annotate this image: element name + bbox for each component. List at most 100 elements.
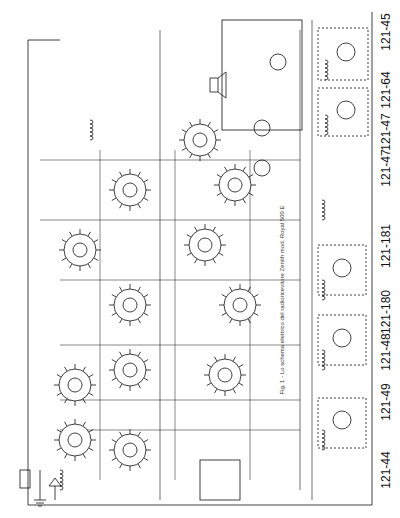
wafer-rotor [123,298,137,312]
switch-contact [254,295,258,298]
switch-contact [94,240,98,243]
switch-contact [130,206,131,211]
switch-contact [219,253,223,256]
wafer-switch [114,289,146,321]
switch-contact [249,193,253,196]
switch-contact [120,287,123,291]
wafer-switch [59,369,91,401]
coil-winding [322,438,325,442]
switch-contact [241,375,246,376]
switch-contact [138,204,141,208]
switch-contact [219,305,224,306]
wafer-rotor [218,368,232,382]
switch-contact [239,383,243,386]
part-number: 121-48 [380,333,392,370]
switch-contact [230,287,233,291]
switch-contact [138,384,141,388]
part-number: 121-49 [380,383,392,420]
coil-winding [90,128,93,132]
coil-winding [325,127,328,131]
switch-contact [225,167,228,171]
switch-contact [187,235,191,238]
switch-contact [144,440,148,443]
coil-winding [90,136,93,140]
switch-contact [146,450,151,451]
switch-contact [239,365,243,368]
switch-contact [208,154,211,158]
switch-contact [89,375,93,378]
switch-contact [190,154,193,158]
switch-contact [144,313,148,316]
switch-contact [222,313,226,316]
switch-contact [109,305,114,306]
switch-contact [54,385,59,386]
coil-winding [322,362,325,366]
wafer-switch [64,234,96,266]
switch-contact [62,258,66,261]
switch-contact [130,169,131,174]
coil-winding [322,442,325,446]
switch-contact [254,313,258,316]
switch-contact [214,185,219,186]
wafer-rotor [233,298,247,312]
switch-contact [184,245,189,246]
coil-winding [60,470,63,474]
switch-contact [216,140,221,141]
switch-contact [225,354,226,359]
wafer-switch [209,359,241,391]
switch-contact [88,232,91,236]
coil-winding [322,358,325,362]
switch-contact [109,190,114,191]
switch-contact [112,440,116,443]
switch-contact [144,458,148,461]
switch-contact [130,284,131,289]
switch-contact [138,432,141,436]
wafer-switch [224,289,256,321]
switch-contact [120,352,123,356]
switch-contact [221,245,226,246]
wafer-switch [189,229,221,261]
switch-contact [120,172,123,176]
switch-contact [112,180,116,183]
switch-contact [219,235,223,238]
part-number: 121-181 [380,224,392,268]
switch-contact [91,440,96,441]
coil-winding [322,366,325,370]
switch-contact [222,295,226,298]
switch-contact [130,321,131,326]
wafer-rotor [123,363,137,377]
switch-contact [179,140,184,141]
switch-contact [182,130,186,133]
switch-contact [217,193,221,196]
switch-contact [190,122,193,126]
switch-contact [146,370,151,371]
switch-contact [80,266,81,271]
switch-contact [75,456,76,461]
coil-winding [322,212,325,216]
switch-contact [138,287,141,291]
coil-winding [325,115,328,119]
switch-contact [213,227,216,231]
part-number: 121-44 [380,451,392,488]
part-number: 121-180 [380,290,392,334]
switch-contact [57,375,61,378]
switch-contact [187,253,191,256]
switch-contact [240,321,241,326]
coil-winding [322,296,325,300]
switch-contact [144,295,148,298]
coil-winding [322,216,325,220]
wafer-switch [114,174,146,206]
switch-contact [217,175,221,178]
switch-contact [83,454,86,458]
coil-winding [322,446,325,450]
switch-contact [130,429,131,434]
switch-contact [144,180,148,183]
switch-contact [144,360,148,363]
switch-contact [109,450,114,451]
switch-contact [138,464,141,468]
switch-contact [120,384,123,388]
switch-contact [138,172,141,176]
switch-contact [214,148,218,151]
wafer-switch [59,424,91,456]
switch-contact [130,349,131,354]
